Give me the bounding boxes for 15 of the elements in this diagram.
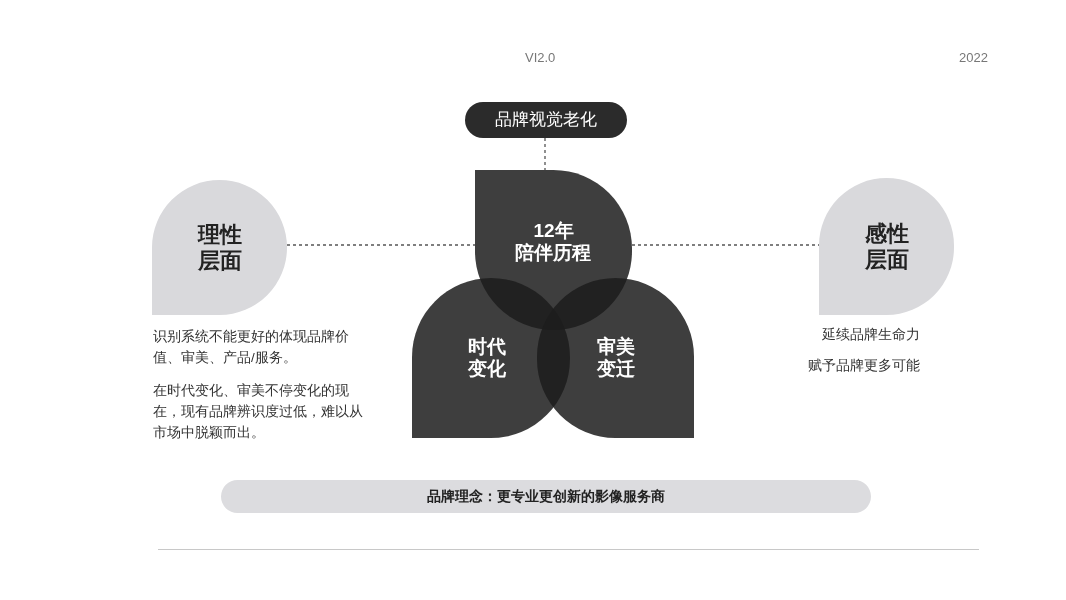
description-text: 识别系统不能更好的体现品牌价值、审美、产品/服务。 [153, 328, 350, 367]
node-label: 审美变迁 [596, 336, 637, 380]
header-label: 2022 [959, 50, 988, 65]
description-text: 在时代变化、审美不停变化的现在，现有品牌辨识度过低，难以从市场中脱颖而出。 [153, 382, 364, 442]
node-label: 品牌理念：更专业更创新的影像服务商 [427, 488, 665, 505]
node-label: 理性层面 [196, 222, 243, 273]
description-text: 延续品牌生命力 [821, 326, 920, 344]
node-label: 12年陪伴历程 [514, 220, 593, 264]
header-label: VI2.0 [525, 50, 556, 65]
dashed-connector [544, 137, 546, 171]
dashed-connector [286, 244, 476, 246]
node-label: 品牌视觉老化 [495, 110, 597, 130]
node-label: 感性层面 [863, 221, 910, 272]
node-label: 时代变化 [467, 336, 507, 380]
description-text: 赋予品牌更多可能 [807, 357, 920, 375]
